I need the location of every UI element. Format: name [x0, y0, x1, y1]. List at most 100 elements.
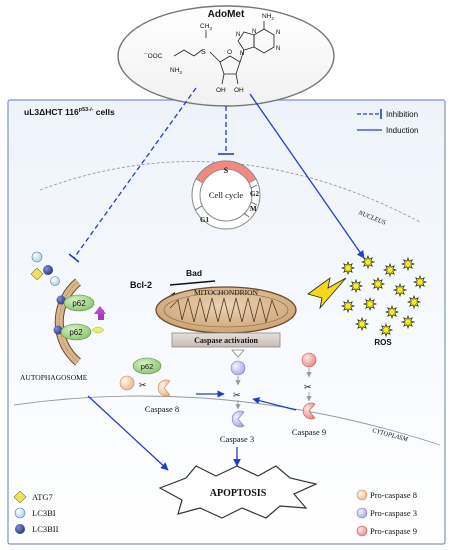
caspase-9-active [302, 402, 316, 420]
adomet-oh-left: OH [216, 87, 226, 94]
scissors-icon-8: ✂ [139, 380, 147, 390]
pro8-legend-icon [356, 489, 368, 501]
apoptosis-burst [158, 465, 318, 519]
legend-right: Pro-caspase 8 Pro-caspase 3 Pro-caspase … [356, 489, 417, 537]
p62-ellipse-1 [63, 294, 95, 312]
cell-cycle-g2: G2 [250, 190, 259, 198]
induction-arrow-ros [249, 93, 365, 259]
adomet-n4: N [236, 32, 240, 38]
adomet-s: S [201, 49, 206, 56]
lc3bii-on-membrane-1 [56, 295, 66, 305]
atg7-legend-label: ATG7 [32, 492, 53, 502]
caspase-8-label: Caspase 8 [145, 404, 179, 414]
ros-star-icon [348, 278, 364, 294]
lc3bii-on-membrane-2 [53, 325, 63, 335]
lc3bi-top2 [50, 276, 60, 286]
induction-legend-label: Induction [386, 126, 418, 135]
arrow-autophagy-to-apoptosis [87, 395, 169, 471]
cell-cycle-s: S [224, 166, 229, 175]
lc3bi-legend-label: LC3BI [32, 508, 56, 518]
cell-cycle [191, 160, 261, 230]
p62-ellipse-2 [60, 323, 92, 341]
ros-star-icon [384, 304, 400, 320]
bcl2-label: Bcl-2 [130, 280, 152, 290]
adomet-n5: N [240, 51, 244, 57]
autophagosome-label: AUTOPHAGOSOME [20, 373, 88, 382]
cell-cycle-center: Cell cycle [209, 190, 243, 200]
adomet-ooc: ¯OOC [143, 52, 163, 60]
autophagosome [54, 278, 81, 366]
s-phase-segment [195, 160, 257, 184]
caspase-activation-label: Caspase activation [194, 336, 258, 345]
ros-star-icon [392, 282, 408, 298]
legend-left: ATG7 LC3BI LC3BII [13, 490, 59, 534]
adomet-n1: N [252, 29, 256, 35]
atg7-legend-icon [13, 490, 27, 504]
ros-star-icon [412, 274, 428, 290]
ros-star-icon [400, 256, 416, 272]
atg7-top [30, 267, 44, 281]
bad-label: Bad [186, 268, 202, 278]
adomet-ch3: CH3 [200, 23, 212, 31]
inhibition-legend-label: Inhibition [386, 110, 418, 119]
caspase-8-active [157, 379, 171, 397]
lc3bi-top [31, 251, 43, 263]
ros-star-icon [340, 260, 356, 276]
adomet-oh-right: OH [234, 87, 244, 94]
adomet-title: AdoMet [208, 9, 245, 20]
pro-caspase-9 [301, 352, 317, 368]
cell-label: uL3ΔHCT 116p53-/- cells [24, 107, 115, 117]
ros-star-icon [378, 322, 394, 338]
ros-star-icon [362, 296, 378, 312]
lc3bii-legend-icon [15, 524, 25, 534]
adomet-n2: N [276, 30, 280, 36]
autophagy-cargo [91, 306, 106, 334]
ros-star-icon [382, 262, 398, 278]
lc3bi-legend-icon [14, 507, 26, 519]
lightning-icon [307, 277, 347, 310]
caspase-activation-bar [171, 332, 281, 348]
p62-ellipse-3 [132, 357, 162, 375]
pro3-legend-label: Pro-caspase 3 [370, 508, 417, 518]
pro-caspase-8 [119, 375, 135, 391]
ros-star-icon [360, 254, 376, 270]
pro8-legend-label: Pro-caspase 8 [370, 490, 417, 500]
inhibition-arrow-autophagy [73, 87, 197, 259]
adomet-o: O [227, 49, 232, 56]
apoptosis-label: APOPTOSIS [210, 488, 267, 499]
lc3bii-top [43, 265, 53, 275]
pro3-legend-icon [356, 507, 368, 519]
caspase-activation-arrow [231, 349, 245, 358]
cytoplasm-membrane [13, 395, 441, 446]
legend-top: Inhibition Induction [357, 109, 418, 135]
caspase-3-label: Caspase 3 [220, 434, 254, 444]
p62-label-3: p62 [141, 362, 154, 371]
ros-star-icon [406, 294, 422, 310]
scissors-icon-3: ✂ [233, 390, 241, 400]
p62-label-1: p62 [72, 299, 86, 308]
arrow-caspase9-to-3 [252, 397, 297, 411]
pro-caspase-3 [230, 360, 246, 376]
adomet-nh2: NH2 [262, 13, 274, 21]
caspase-3-active [231, 410, 245, 428]
pro9-legend-icon [356, 525, 368, 537]
ros-star-icon [370, 276, 386, 292]
scissors-icon-9: ✂ [304, 382, 312, 392]
inhibition-arrow-autophagy-bar [68, 253, 80, 263]
mitochondrion-label: MITOCHONDRION [194, 288, 259, 297]
cell-cycle-g1: G1 [200, 216, 209, 224]
ros-stars [340, 254, 428, 338]
lc3bii-legend-label: LC3BII [32, 524, 59, 534]
ros-label: ROS [374, 338, 392, 347]
ros-star-icon [354, 316, 370, 332]
ros-star-icon [340, 298, 356, 314]
pro9-legend-label: Pro-caspase 9 [370, 526, 417, 536]
caspase-9-label: Caspase 9 [292, 427, 326, 437]
adomet-n3: N [276, 46, 280, 52]
adomet-nh3: NH3 [170, 67, 182, 75]
cell-cycle-m: M [250, 205, 257, 213]
p62-label-2: p62 [69, 328, 83, 337]
ros-star-icon [400, 314, 416, 330]
adomet-structure [173, 21, 275, 85]
